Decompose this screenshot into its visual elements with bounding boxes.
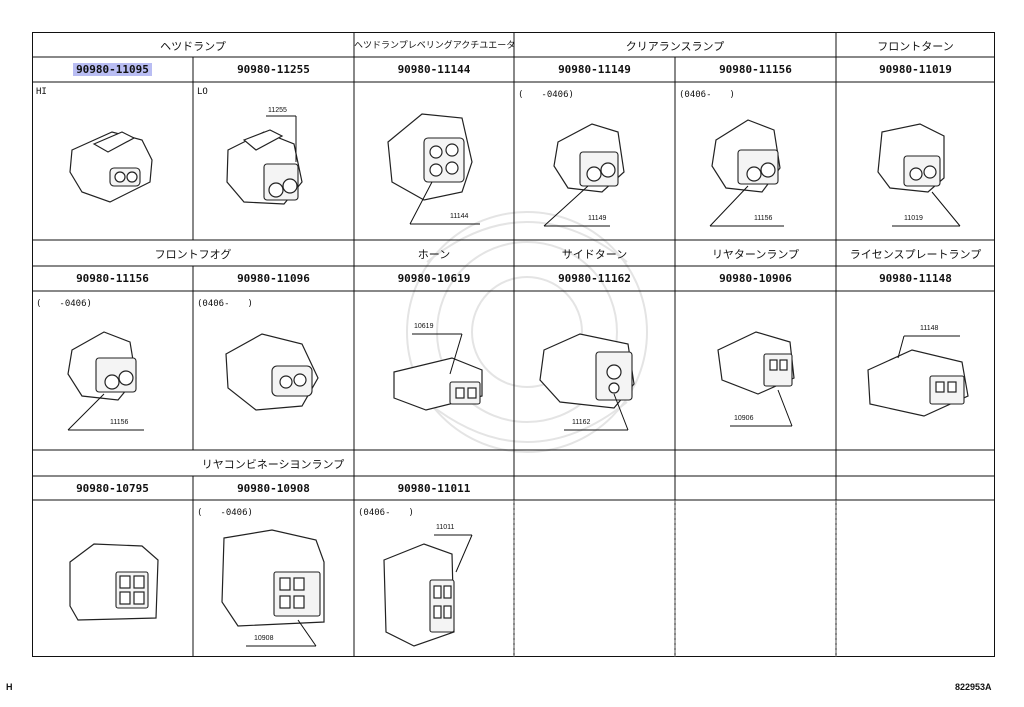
callout-r1c6: 11019	[904, 215, 923, 222]
callout-r2c3: 10619	[414, 323, 434, 330]
section-header-front-turn: フロントターン	[877, 40, 954, 53]
part-number-r2c4[interactable]: 90980-11162	[558, 272, 631, 285]
connector-grid	[32, 32, 995, 657]
tag-date-r3c3: (0406- )	[358, 508, 414, 518]
tag-lo: LO	[197, 87, 208, 97]
part-number-highlight[interactable]: 90980-11095	[73, 63, 152, 76]
callout-r1c5: 11156	[754, 215, 773, 222]
section-header-rear-turn: リヤターンランプ	[711, 248, 800, 261]
connector-drawing-r1c2	[226, 115, 303, 205]
connector-drawing-r2c5	[717, 331, 795, 427]
section-header-clearance: クリアランスランプ	[625, 40, 725, 53]
connector-drawing-r3c3	[383, 534, 473, 647]
callout-r3c3: 11011	[436, 524, 455, 531]
callout-r1c2: 11255	[268, 107, 287, 114]
part-number-r2c5[interactable]: 90980-10906	[719, 272, 792, 285]
part-number-r2c3[interactable]: 90980-10619	[397, 272, 471, 285]
connector-drawing-r1c3	[387, 113, 480, 225]
connector-drawing-r3c2	[221, 529, 325, 647]
connector-drawing-r1c6	[877, 123, 961, 227]
callout-r1c3: 11144	[450, 213, 469, 220]
part-number-r2c1[interactable]: 90980-11156	[76, 272, 149, 285]
connector-drawing-r2c2	[225, 333, 319, 411]
part-number-r1c1[interactable]: 90980-11095	[32, 63, 193, 76]
part-number-r3c2[interactable]: 90980-10908	[237, 482, 310, 495]
watermark-emblem	[406, 211, 648, 453]
callout-r3c2: 10908	[254, 635, 274, 642]
tag-date-r3c2: ( -0406)	[197, 508, 253, 518]
tag-date-r2c1: ( -0406)	[36, 299, 92, 309]
connector-drawing-r2c3	[393, 333, 483, 411]
tag-hi: HI	[36, 87, 47, 97]
part-number-r3c1[interactable]: 90980-10795	[76, 482, 149, 495]
connector-drawing-r1c4	[543, 123, 625, 227]
part-number-r2c2[interactable]: 90980-11096	[237, 272, 310, 285]
part-number-r1c4[interactable]: 90980-11149	[558, 63, 631, 76]
connector-drawing-r2c1	[67, 331, 144, 431]
callout-r2c5: 10906	[734, 415, 754, 422]
connector-drawing-r1c1	[69, 131, 153, 203]
callout-r2c4: 11162	[572, 419, 591, 426]
connector-drawing-r2c6	[867, 335, 969, 417]
section-header-headlamp: ヘツドランプ	[160, 40, 226, 53]
section-header-horn: ホーン	[417, 248, 451, 261]
part-number-r2c6[interactable]: 90980-11148	[879, 272, 952, 285]
footer-drawing-code: 822953A	[955, 682, 992, 692]
tag-date-r1c5: (0406- )	[679, 90, 735, 100]
tag-date-r1c4: ( -0406)	[518, 90, 574, 100]
tag-date-r2c2: (0406- )	[197, 299, 253, 309]
section-header-headlamp-leveling: ヘツドランプレベリングアクチユエータ	[354, 41, 516, 51]
part-number-r1c5[interactable]: 90980-11156	[719, 63, 792, 76]
section-header-front-fog: フロントフオグ	[154, 248, 232, 261]
part-number-r1c6[interactable]: 90980-11019	[879, 63, 952, 76]
footer-left-mark: H	[6, 682, 13, 692]
connector-drawing-r2c4	[539, 333, 635, 431]
section-header-rear-combo: リヤコンビネーシヨンランプ	[201, 458, 345, 471]
callout-r1c4: 11149	[588, 215, 607, 222]
section-header-side-turn: サイドターン	[561, 248, 628, 261]
callout-r2c6: 11148	[920, 325, 939, 332]
connector-drawing-r1c5	[709, 119, 784, 227]
connector-drawing-r3c1	[69, 543, 159, 621]
part-number-r3c3[interactable]: 90980-11011	[397, 482, 471, 495]
section-header-license: ライセンスプレートランプ	[849, 248, 982, 261]
parts-sheet: ヘツドランプ ヘツドランプレベリングアクチユエータ クリアランスランプ フロント…	[32, 32, 995, 658]
part-number-r1c3[interactable]: 90980-11144	[397, 63, 471, 76]
callout-r2c1: 11156	[110, 419, 129, 426]
part-number-r1c2[interactable]: 90980-11255	[237, 63, 310, 76]
